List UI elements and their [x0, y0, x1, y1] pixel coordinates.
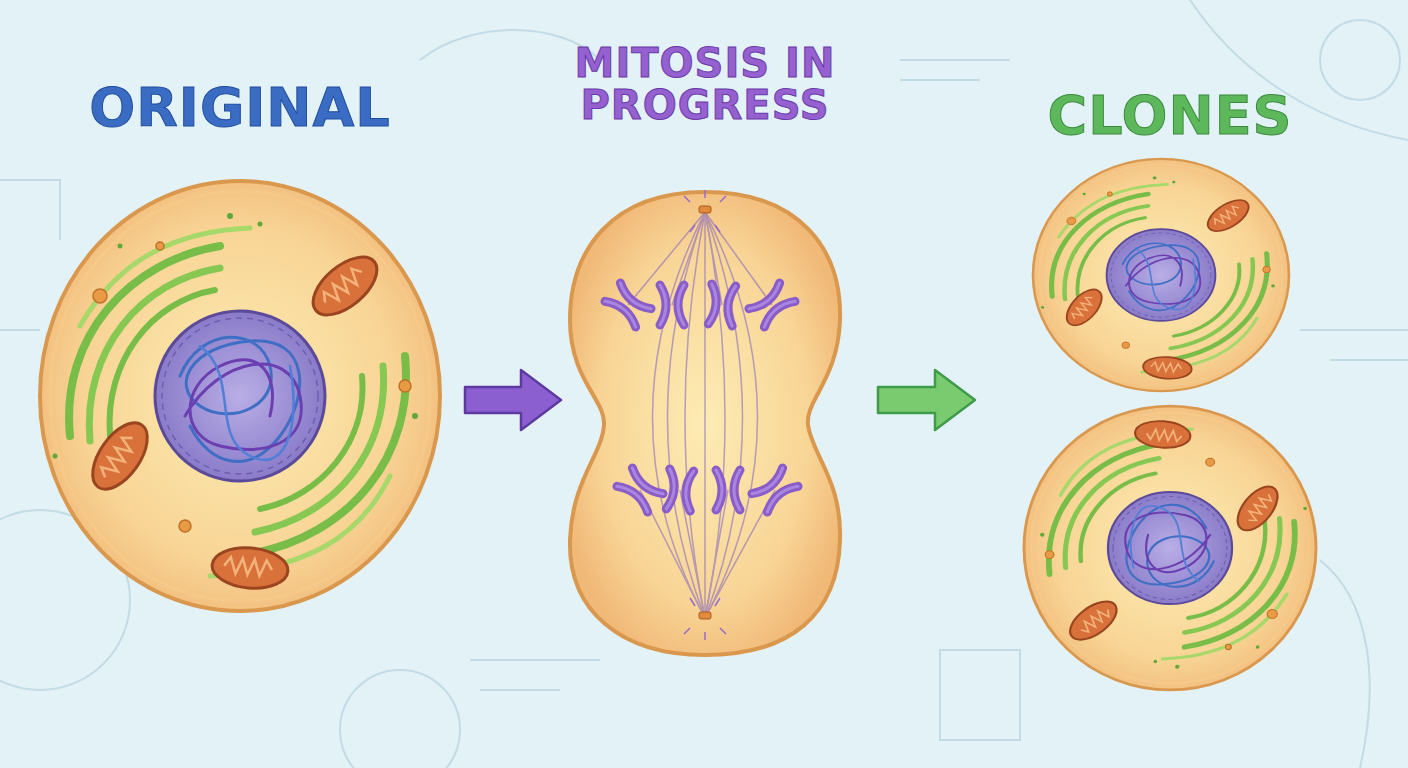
stage-heading: MITOSIS IN PROGRESS: [545, 42, 865, 126]
dividing-cell: [570, 190, 840, 655]
clone-cell: [1033, 159, 1289, 391]
cell-node: MITOSIS IN PROGRESS: [545, 28, 865, 658]
cell-node: ORIGINAL: [40, 68, 440, 613]
centriole: [699, 206, 711, 213]
spindle-fibers: [628, 212, 775, 618]
clone-cell: [1024, 406, 1316, 690]
original-cell: [40, 181, 440, 611]
process-arrow: [465, 370, 561, 430]
stage-heading: ORIGINAL: [40, 80, 440, 137]
cell-node: CLONES: [1020, 80, 1320, 695]
stage-heading: CLONES: [1020, 88, 1320, 145]
process-arrow: [878, 370, 975, 430]
centriole: [699, 612, 711, 619]
